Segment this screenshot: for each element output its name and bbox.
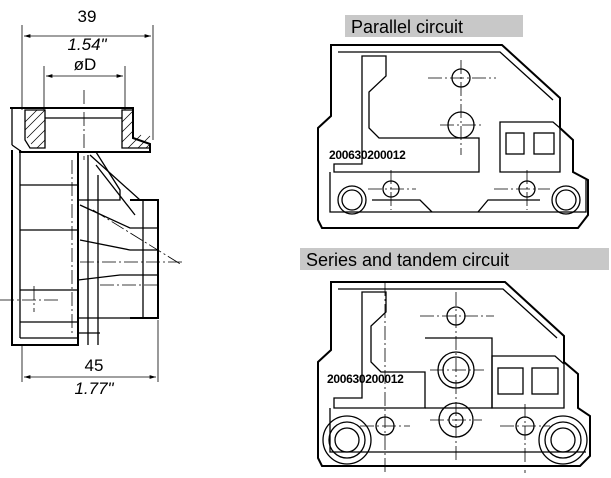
parallel-circuit-view: Parallel circuit 200630200012 (317, 15, 589, 229)
bottom-width-in: 1.77" (74, 379, 114, 398)
series-part-number: 200630200012 (327, 372, 404, 386)
bottom-width-mm: 45 (85, 356, 104, 375)
left-section-view: 39 1.54" øD (0, 7, 183, 398)
parallel-part-number: 200630200012 (329, 148, 406, 162)
series-tandem-circuit-view: Series and tandem circuit (300, 248, 609, 473)
parallel-header: Parallel circuit (351, 17, 463, 37)
parallel-header-bg (345, 15, 523, 37)
top-width-mm: 39 (78, 7, 97, 26)
bore-diameter-label: øD (74, 55, 97, 74)
series-header: Series and tandem circuit (306, 250, 509, 270)
series-header-bg (300, 248, 609, 270)
top-width-in: 1.54" (67, 35, 107, 54)
